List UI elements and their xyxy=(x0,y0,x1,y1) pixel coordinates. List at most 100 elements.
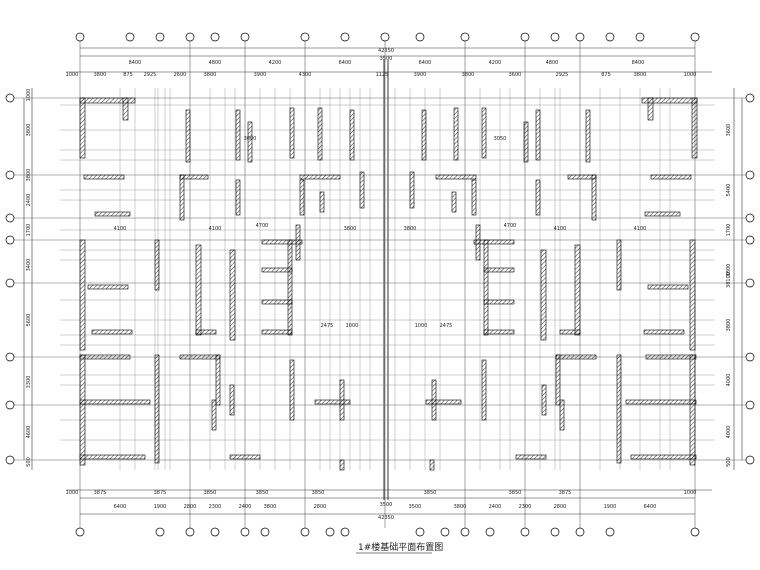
wall-segment xyxy=(641,97,698,104)
bottom-dimension-label: 1000 xyxy=(684,490,697,496)
left-dimension-label: 3800 xyxy=(26,169,32,182)
axis-bubble-left xyxy=(5,400,15,410)
wall-segment xyxy=(647,284,689,290)
axis-bubble-bottom xyxy=(75,527,85,537)
top-dimension-label: 3900 xyxy=(414,72,427,78)
top-dimension-label: 3900 xyxy=(254,72,267,78)
wall-segment xyxy=(359,171,365,209)
wall-segment xyxy=(515,454,547,460)
wall-segment xyxy=(229,384,235,416)
axis-bubble-top xyxy=(185,32,195,42)
wall-segment xyxy=(339,379,345,421)
axis-bubble-right xyxy=(745,455,755,465)
axis-bubble-bottom xyxy=(240,527,250,537)
interior-dimension-label: 3800 xyxy=(404,226,417,232)
axis-bubble-left xyxy=(5,235,15,245)
wall-segment xyxy=(229,454,261,460)
wall-segment xyxy=(591,174,597,221)
top-dimension-label: 875 xyxy=(601,72,611,78)
right-dimension-label: 1700 xyxy=(726,224,732,237)
axis-bubbles xyxy=(5,32,755,537)
wall-segment xyxy=(83,174,125,180)
axis-bubble-bottom xyxy=(325,527,335,537)
axis-bubble-top xyxy=(415,32,425,42)
wall-segment xyxy=(689,354,696,466)
interior-dimension-label: 3800 xyxy=(344,226,357,232)
horizontal-grid-axes xyxy=(14,97,750,461)
interior-dimension-label: 3050 xyxy=(494,136,507,142)
left-dimension-label: 1700 xyxy=(26,224,32,237)
bottom-dimension-label: 2800 xyxy=(314,504,327,510)
interior-dimension-label: 4100 xyxy=(634,226,647,232)
left-dimension-label: 3400 xyxy=(26,259,32,272)
wall-segment xyxy=(650,174,692,180)
right-dimension-label: 3800 xyxy=(726,319,732,332)
axis-bubble-top xyxy=(380,32,390,42)
axis-bubble-right xyxy=(745,352,755,362)
wall-segment xyxy=(689,239,696,351)
bottom-dimension-label: 3875 xyxy=(94,490,107,496)
axis-bubble-top xyxy=(520,32,530,42)
wall-segment xyxy=(299,179,305,216)
wall-segment xyxy=(630,454,697,460)
top-dimension-label: 2925 xyxy=(144,72,157,78)
wall-segment xyxy=(644,211,681,217)
top-dimension-label: 1000 xyxy=(684,72,697,78)
wall-segment xyxy=(431,379,437,421)
axis-bubble-right xyxy=(745,400,755,410)
wall-segment xyxy=(535,179,541,216)
axis-bubble-right xyxy=(745,170,755,180)
top-dimension-label: 2600 xyxy=(174,72,187,78)
wall-segment xyxy=(261,299,293,305)
wall-segment xyxy=(451,191,457,213)
axis-bubble-top xyxy=(155,32,165,42)
axis-bubble-bottom xyxy=(300,527,310,537)
wall-segment xyxy=(122,97,129,121)
interior-dimension-label: 4100 xyxy=(114,226,127,232)
bottom-dimension-label: 2300 xyxy=(209,504,222,510)
top-dimension-label: 1125 xyxy=(376,72,389,78)
wall-segment xyxy=(195,244,202,336)
axis-bubble-top xyxy=(300,32,310,42)
bottom-dimension-label: 3500 xyxy=(409,504,422,510)
interior-dimension-label: 2475 xyxy=(321,323,334,329)
axis-bubble-left xyxy=(5,278,15,288)
drawing-title: 1#楼基础平面布置图 xyxy=(358,541,443,553)
wall-segment xyxy=(94,211,131,217)
axis-bubble-left xyxy=(5,352,15,362)
wall-segment xyxy=(289,107,295,159)
left-dimension-label: 3300 xyxy=(26,376,32,389)
interior-dimension-label: 2475 xyxy=(440,323,453,329)
axis-bubble-bottom xyxy=(260,527,270,537)
axis-bubble-bottom xyxy=(605,527,615,537)
wall-segment xyxy=(235,179,241,216)
wall-segment xyxy=(339,459,345,471)
bottom-dimension-label: 3800 xyxy=(264,504,277,510)
wall-segment xyxy=(179,174,185,221)
wall-segments xyxy=(79,97,698,471)
top-overall-dimension: 42350 xyxy=(378,48,394,54)
axis-bubble-top xyxy=(75,32,85,42)
wall-segment xyxy=(567,174,597,180)
bottom-dimension-label: 3875 xyxy=(154,490,167,496)
top-dimension-label: 3800 xyxy=(462,72,475,78)
wall-segment xyxy=(616,239,622,291)
bottom-dimension-label: 1900 xyxy=(604,504,617,510)
wall-segment xyxy=(87,284,129,290)
wall-segment xyxy=(229,249,236,341)
wall-segment xyxy=(409,171,415,209)
wall-segment xyxy=(425,399,462,405)
wall-segment xyxy=(319,191,325,213)
interior-dimension-label: 4100 xyxy=(209,226,222,232)
wall-segment xyxy=(483,239,489,336)
axis-bubble-top xyxy=(460,32,470,42)
axis-bubble-right xyxy=(745,235,755,245)
top-dimension-label: 6400 xyxy=(339,60,352,66)
axis-bubble-bottom xyxy=(210,527,220,537)
bottom-dimension-label: 2800 xyxy=(184,504,197,510)
axis-bubble-bottom xyxy=(415,527,425,537)
top-dimension-label: 3800 xyxy=(94,72,107,78)
top-dimension-label: 3800 xyxy=(634,72,647,78)
bottom-dimension-label: 3850 xyxy=(204,490,217,496)
axis-bubble-top xyxy=(575,32,585,42)
